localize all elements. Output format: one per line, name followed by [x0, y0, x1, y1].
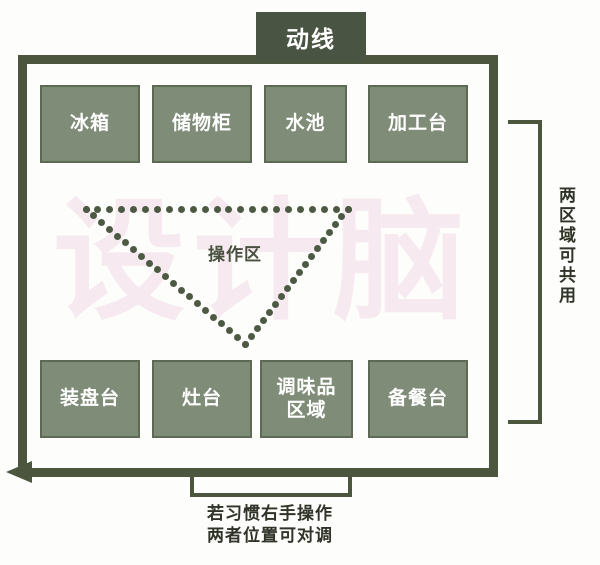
work-triangle-dot	[209, 313, 217, 321]
unit-bottom-3: 调味品 区域	[260, 360, 353, 438]
work-triangle-dot	[233, 333, 241, 341]
diagram-title-label: 动线	[286, 25, 336, 52]
work-triangle-dot	[247, 332, 255, 340]
unit-bottom-4: 备餐台	[368, 360, 468, 438]
work-triangle-dot	[114, 232, 122, 240]
work-triangle-dot	[302, 261, 310, 269]
work-triangle-dot	[213, 205, 221, 213]
work-triangle-dot	[326, 229, 334, 237]
bottom-note-label: 若习惯右手操作 两者位置可对调	[207, 504, 333, 546]
work-triangle-dot	[265, 308, 273, 316]
work-triangle-dot	[320, 237, 328, 245]
work-triangle-dot	[189, 205, 197, 213]
work-triangle-dot	[98, 219, 106, 226]
work-triangle-dot	[271, 300, 279, 308]
work-triangle-dot	[130, 246, 138, 253]
work-zone-label: 操作区	[208, 245, 262, 264]
work-triangle-dot	[338, 213, 346, 221]
work-triangle-dot	[146, 259, 154, 267]
work-triangle-dot	[154, 266, 162, 274]
work-triangle-dot	[201, 306, 209, 314]
unit-top-1: 冰箱	[40, 85, 140, 163]
work-triangle-dot	[261, 205, 269, 213]
work-triangle-dot	[241, 340, 249, 348]
unit-bottom-1: 装盘台	[40, 360, 140, 438]
work-triangle-dot	[289, 276, 297, 284]
work-triangle-dot	[94, 205, 102, 213]
work-triangle-dot	[193, 300, 201, 307]
unit-bottom-3-label: 调味品 区域	[276, 376, 337, 421]
unit-top-1-label: 冰箱	[69, 113, 110, 135]
work-triangle-dot	[283, 284, 291, 292]
work-triangle-dot	[153, 205, 161, 213]
work-triangle-dot	[165, 205, 173, 213]
work-triangle-dot	[142, 205, 150, 213]
work-triangle-dot	[332, 221, 340, 229]
work-triangle-dot	[217, 320, 225, 328]
work-triangle-dot	[162, 273, 169, 280]
work-triangle-dot	[177, 205, 185, 213]
unit-top-3: 水池	[264, 85, 347, 163]
work-triangle-dot	[296, 269, 304, 277]
side-note-label: 两区域可共用	[556, 186, 575, 306]
work-triangle-dot	[320, 205, 328, 213]
frame-left-edge	[18, 55, 27, 473]
unit-bottom-2: 灶台	[152, 360, 252, 438]
unit-top-2: 储物柜	[152, 85, 252, 163]
work-triangle-dot	[273, 205, 281, 213]
work-triangle-dot	[225, 205, 233, 213]
work-triangle-dot	[332, 205, 340, 213]
work-triangle-dot	[201, 205, 209, 213]
work-triangle-dot	[82, 205, 90, 213]
work-triangle-dot	[296, 205, 304, 213]
work-triangle-dot	[314, 245, 322, 253]
right-bracket-top-arm	[508, 120, 542, 124]
work-triangle-dot	[308, 205, 316, 213]
unit-top-3-label: 水池	[285, 113, 326, 135]
work-triangle-dot	[130, 205, 138, 213]
work-triangle-dot	[185, 293, 193, 301]
watermark-text: 设计脑	[53, 188, 473, 335]
work-triangle-dot	[277, 292, 285, 300]
work-triangle-dot	[259, 316, 267, 324]
work-triangle-dot	[237, 205, 245, 213]
work-triangle-dot	[106, 225, 114, 233]
work-triangle-dot	[344, 205, 352, 213]
work-triangle-dot	[169, 279, 177, 287]
diagram-title-chip: 动线	[256, 12, 366, 61]
work-triangle-dot	[106, 205, 114, 213]
work-triangle-dot	[122, 239, 130, 247]
work-triangle-dot	[253, 324, 261, 332]
work-triangle-dot	[225, 327, 233, 334]
unit-top-4-label: 加工台	[387, 113, 448, 135]
bottom-bracket-right-arm	[348, 477, 352, 497]
unit-bottom-4-label: 备餐台	[387, 388, 448, 410]
work-triangle-dot	[284, 205, 292, 213]
right-bracket-bottom-arm	[508, 420, 542, 424]
work-triangle-dot	[90, 212, 98, 220]
bottom-bracket-floor	[190, 493, 352, 497]
flow-arrow-icon	[6, 461, 32, 483]
work-triangle-dot	[308, 253, 316, 261]
unit-top-2-label: 储物柜	[171, 113, 232, 135]
work-triangle-dot	[249, 205, 257, 213]
unit-bottom-1-label: 装盘台	[59, 388, 120, 410]
bottom-bracket-left-arm	[190, 477, 194, 497]
unit-top-4: 加工台	[368, 85, 468, 163]
work-triangle-dot	[118, 205, 126, 213]
unit-bottom-2-label: 灶台	[181, 388, 222, 410]
work-triangle-dot	[177, 286, 185, 294]
right-bracket-stem	[538, 120, 542, 424]
frame-bottom-edge	[30, 468, 498, 477]
frame-right-edge	[489, 55, 498, 473]
work-triangle-dot	[138, 252, 146, 260]
